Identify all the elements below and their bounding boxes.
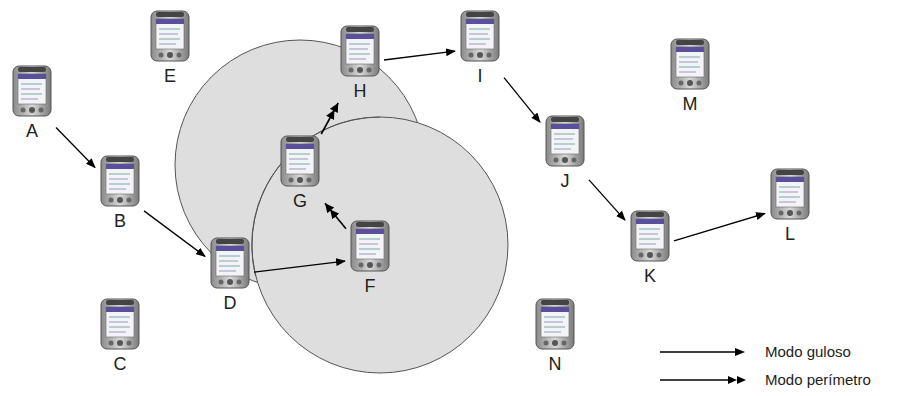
pda-node: N (532, 298, 578, 374)
greedy-arrow (504, 78, 540, 122)
pda-node: I (457, 10, 503, 86)
pda-node: M (667, 38, 713, 114)
node-letter: K (627, 266, 673, 286)
greedy-arrow (674, 214, 765, 241)
node-letter: L (767, 224, 813, 244)
pda-icon (670, 38, 710, 90)
node-letter: J (542, 171, 588, 191)
perimeter-arrow (325, 203, 346, 229)
node-letter: D (207, 293, 253, 313)
pda-node: B (97, 155, 143, 231)
node-letter: G (277, 191, 323, 211)
pda-icon (350, 220, 390, 272)
node-letter: C (97, 354, 143, 374)
pda-icon (150, 10, 190, 62)
perimeter-arrow (321, 103, 338, 134)
pda-icon (770, 168, 810, 220)
node-letter: I (457, 66, 503, 86)
legend-head (728, 376, 746, 384)
radio-range (252, 117, 508, 373)
pda-node: J (542, 115, 588, 191)
legend-head (735, 348, 745, 356)
greedy-arrow (144, 211, 205, 256)
pda-node: C (97, 298, 143, 374)
node-letter: M (667, 94, 713, 114)
node-letter: B (97, 211, 143, 231)
greedy-arrow (56, 128, 95, 168)
pda-icon (545, 115, 585, 167)
node-letter: E (147, 66, 193, 86)
pda-icon (100, 298, 140, 350)
node-letter: H (337, 81, 383, 101)
greedy-arrow (589, 180, 625, 220)
pda-icon (630, 210, 670, 262)
node-letter: N (532, 354, 578, 374)
pda-icon (100, 155, 140, 207)
pda-icon (210, 237, 250, 289)
pda-icon (280, 135, 320, 187)
pda-node: K (627, 210, 673, 286)
pda-node: A (9, 65, 55, 141)
pda-node: G (277, 135, 323, 211)
pda-icon (12, 65, 52, 117)
legend-text: Modo guloso (765, 343, 851, 360)
pda-node: F (347, 220, 393, 296)
pda-node: E (147, 10, 193, 86)
pda-node: L (767, 168, 813, 244)
pda-icon (340, 25, 380, 77)
legend-text: Modo perímetro (765, 371, 871, 388)
pda-icon (535, 298, 575, 350)
legend-line (660, 351, 735, 352)
node-letter: F (347, 276, 393, 296)
pda-icon (460, 10, 500, 62)
legend-line (660, 379, 730, 380)
greedy-arrow (254, 261, 345, 272)
greedy-arrow (384, 51, 455, 60)
pda-node: H (337, 25, 383, 101)
pda-node: D (207, 237, 253, 313)
node-letter: A (9, 121, 55, 141)
